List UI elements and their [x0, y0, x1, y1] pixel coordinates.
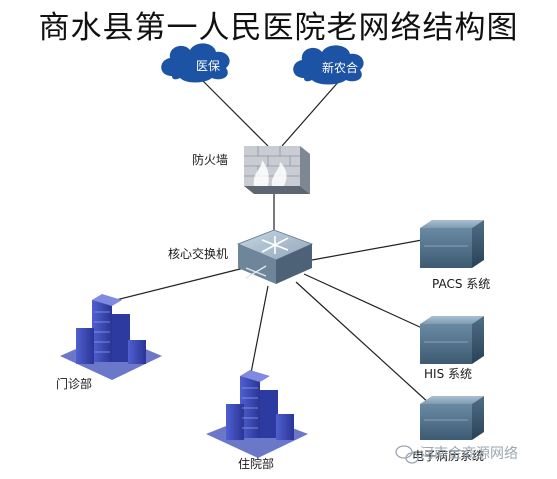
cloud-label-coop: 新农合: [322, 60, 358, 75]
watermark: 河南金商源网络: [395, 445, 518, 464]
his-label: HIS 系统: [424, 367, 472, 381]
link-coop-firewall: [281, 79, 341, 147]
pacs-label: PACS 系统: [432, 277, 490, 291]
cloud-label-insurance: 医保: [196, 59, 220, 73]
watermark-text: 河南金商源网络: [420, 446, 518, 462]
outpatient-building-icon: [60, 294, 162, 380]
inpatient-label: 住院部: [238, 456, 274, 471]
emr-server-icon: [420, 396, 484, 440]
page-title: 商水县第一人民医院老网络结构图: [38, 10, 519, 46]
connection-lines: [107, 77, 431, 405]
cloud-new-rural-coop: 新农合: [293, 45, 364, 85]
pacs-server-icon: [420, 220, 484, 268]
core-switch-icon: [236, 229, 314, 284]
core-switch-label: 核心交换机: [168, 246, 228, 261]
link-switch-outpatient: [107, 267, 245, 303]
outpatient-label: 门诊部: [56, 376, 92, 391]
link-switch-his: [303, 273, 423, 329]
wechat-icon: [395, 445, 419, 464]
inpatient-building-icon: [206, 370, 308, 458]
link-switch-emr: [295, 281, 431, 405]
link-switch-inpatient: [249, 285, 269, 379]
link-insurance-firewall: [199, 77, 269, 147]
link-switch-pacs: [311, 239, 423, 261]
his-server-icon: [420, 316, 484, 364]
firewall-icon: [244, 146, 310, 194]
emr-label: 电子病历系统: [412, 448, 484, 463]
firewall-label: 防火墙: [192, 152, 228, 167]
cloud-medical-insurance: 医保: [161, 43, 230, 83]
